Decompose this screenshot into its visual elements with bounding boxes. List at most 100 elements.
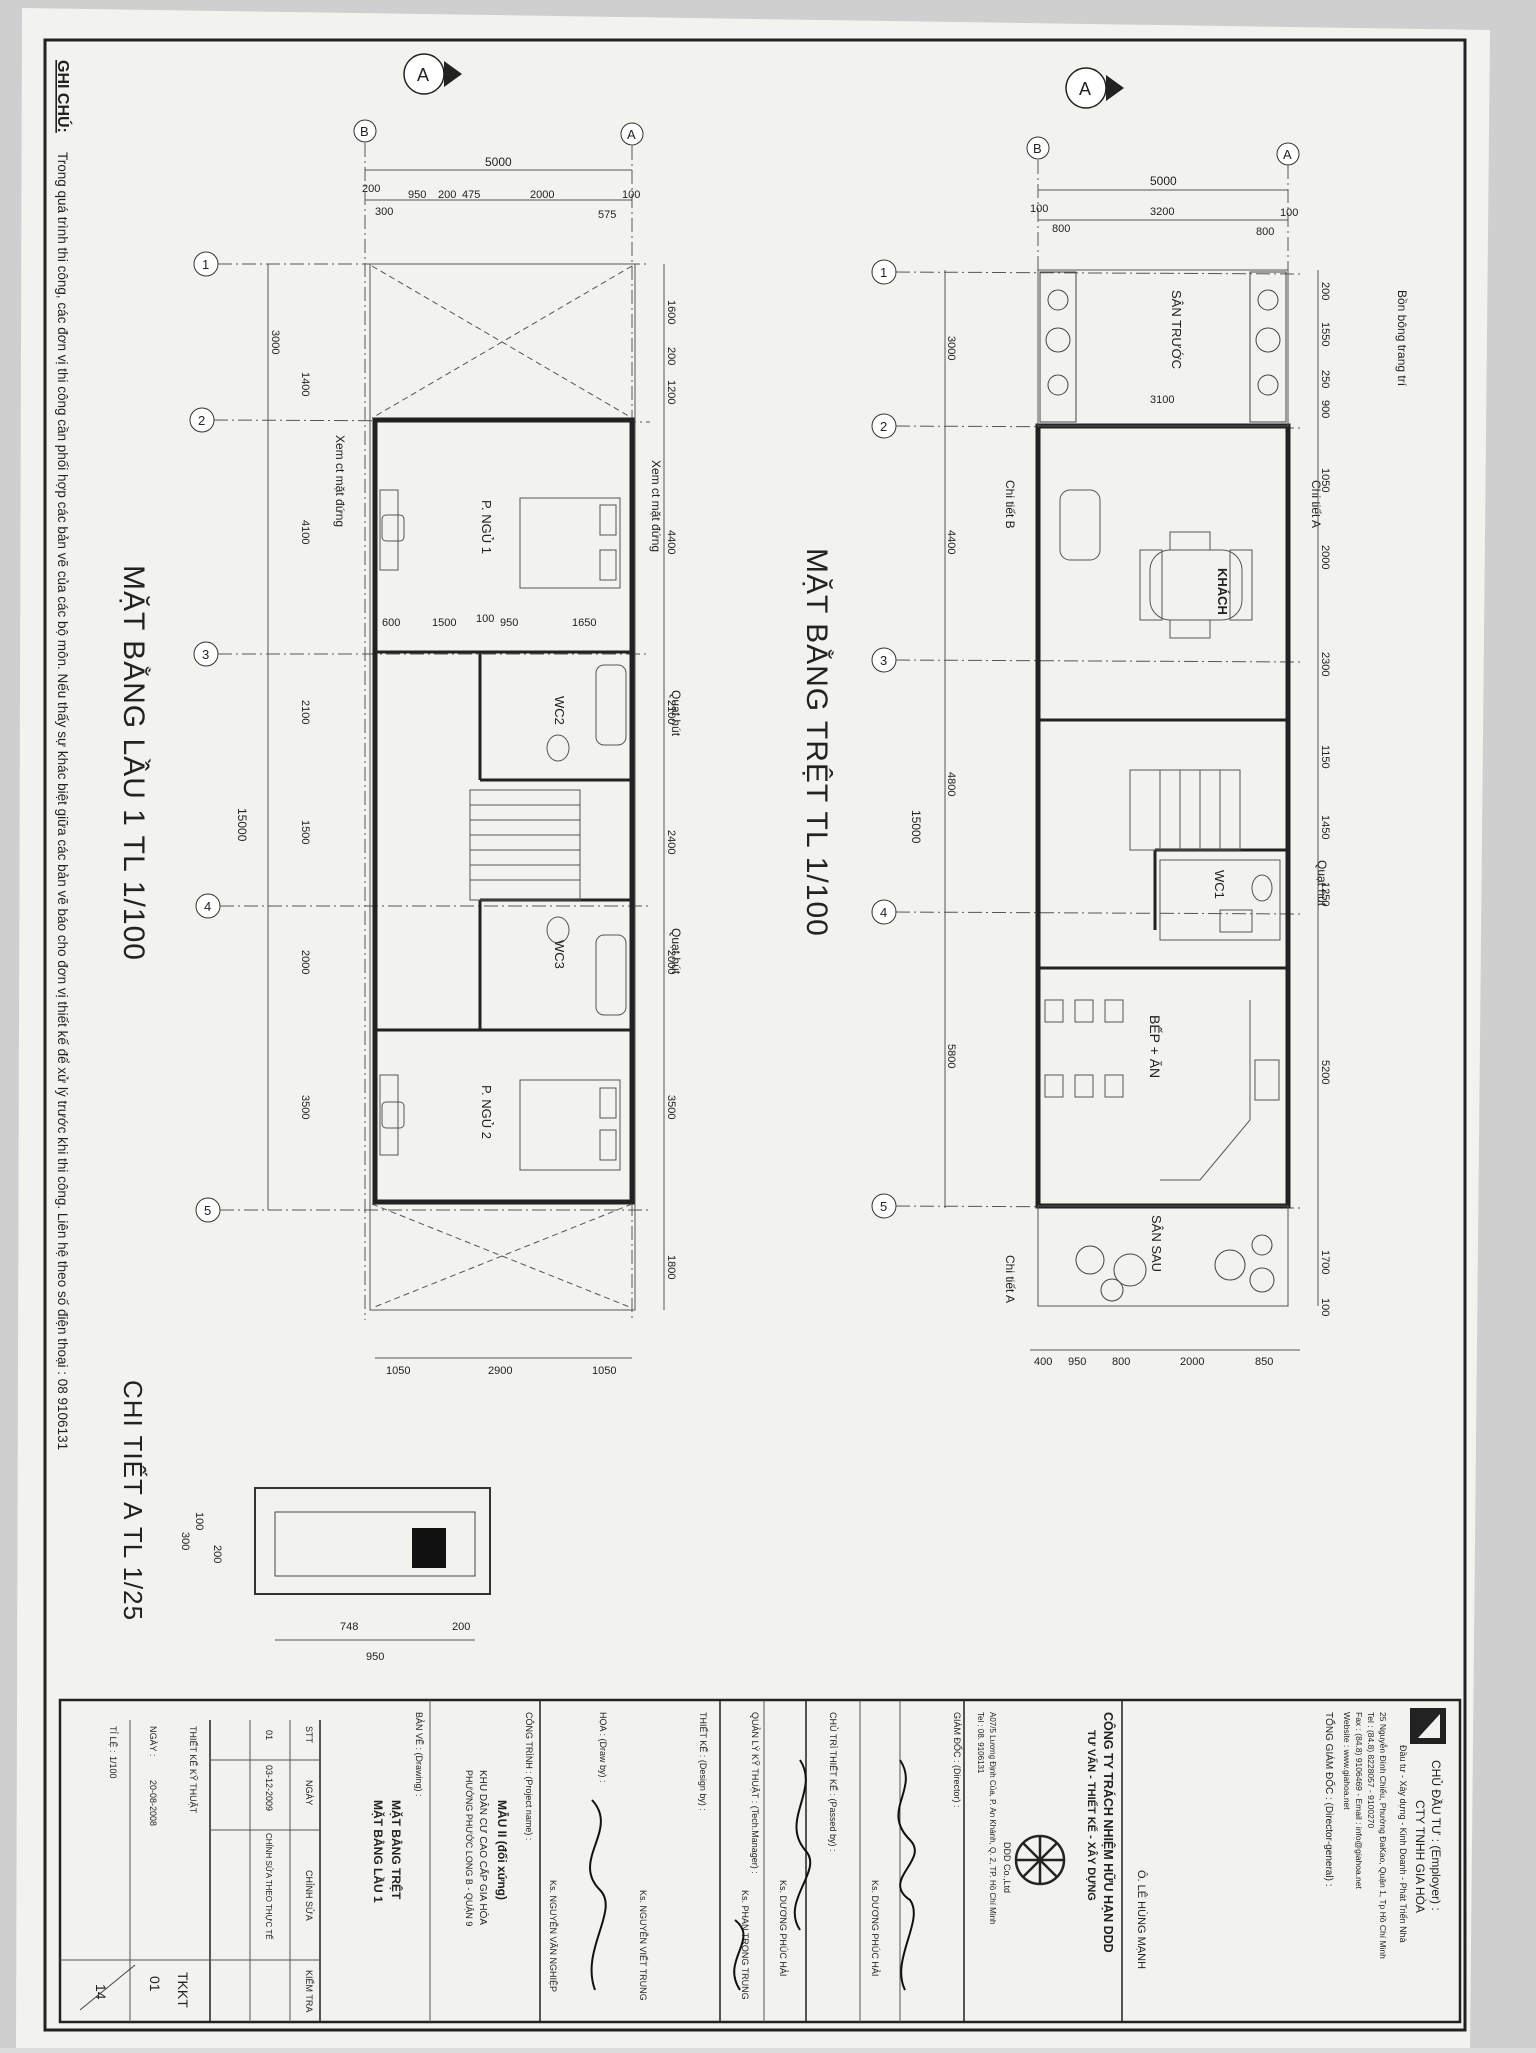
svg-text:STT: STT xyxy=(304,1726,314,1744)
svg-text:1: 1 xyxy=(202,257,209,272)
axis-bubble-col-B: B xyxy=(1026,136,1050,160)
upper-axis-row-1: 1 xyxy=(193,251,219,277)
svg-text:850: 850 xyxy=(1255,1356,1273,1368)
svg-text:15000: 15000 xyxy=(909,810,923,844)
svg-text:4800: 4800 xyxy=(945,772,957,796)
svg-text:200: 200 xyxy=(1319,282,1331,300)
svg-text:THIẾT KẾ KỸ THUẬT: THIẾT KẾ KỸ THUẬT xyxy=(188,1726,198,1814)
note-detail-a-top: Chi tiết A xyxy=(1309,480,1323,528)
svg-text:B: B xyxy=(360,124,369,139)
svg-text:3000: 3000 xyxy=(945,336,957,360)
svg-text:20-08-2008: 20-08-2008 xyxy=(148,1780,158,1826)
signature-manager xyxy=(733,1919,745,1991)
svg-text:2000: 2000 xyxy=(1180,1356,1204,1368)
wc1-fixtures xyxy=(1159,859,1281,941)
svg-text:1450: 1450 xyxy=(1319,815,1331,839)
svg-text:TƯ VẤN - THIẾT KẾ - XÂY DỰNG: TƯ VẤN - THIẾT KẾ - XÂY DỰNG xyxy=(1085,1730,1098,1901)
svg-text:01: 01 xyxy=(264,1730,274,1740)
svg-text:2000: 2000 xyxy=(1319,545,1331,569)
svg-text:Ks. NGUYỄN VĂN NGHIỆP: Ks. NGUYỄN VĂN NGHIỆP xyxy=(548,1880,559,1992)
axis-bubble-col-A: A xyxy=(1276,142,1300,166)
note-text: Trong quá trình thi công, các đơn vị thi… xyxy=(55,152,70,1450)
svg-text:A: A xyxy=(627,127,636,142)
svg-text:100: 100 xyxy=(476,613,494,625)
svg-text:1500: 1500 xyxy=(299,820,311,844)
section-marker-top-upper: A xyxy=(403,53,462,95)
svg-text:NGÀY :: NGÀY : xyxy=(148,1726,158,1756)
signature-designer xyxy=(793,1759,812,1931)
upper-axis-row-4: 4 xyxy=(195,893,221,919)
roles-block: GIÁM ĐỐC : (Director) : Ks. DƯƠNG PHÚC H… xyxy=(548,1700,963,2022)
svg-text:100: 100 xyxy=(622,189,640,201)
svg-text:5: 5 xyxy=(880,1199,887,1214)
svg-text:MẪU II (đối xứng): MẪU II (đối xứng) xyxy=(495,1800,510,1900)
svg-text:25 Nguyễn Đình Chiểu, Phường Đ: 25 Nguyễn Đình Chiểu, Phường ĐaKao, Quận… xyxy=(1378,1712,1388,1959)
svg-text:1650: 1650 xyxy=(572,617,596,629)
svg-text:1250: 1250 xyxy=(1319,882,1331,906)
svg-text:Ks. PHAN TRỌNG TRUNG: Ks. PHAN TRỌNG TRUNG xyxy=(740,1890,750,2000)
svg-text:A07/5 Lương Định Của, P. An Kh: A07/5 Lương Định Của, P. An Khánh, Q. 2,… xyxy=(988,1712,997,1925)
svg-text:100: 100 xyxy=(193,1512,205,1530)
svg-text:BẢN VẼ : (Drawing) :: BẢN VẼ : (Drawing) : xyxy=(414,1712,425,1797)
svg-text:800: 800 xyxy=(1256,226,1274,238)
note-exhaust-fan-1: Quạt hút xyxy=(669,690,683,737)
svg-text:200: 200 xyxy=(362,183,380,195)
upper-axis-col-A: A xyxy=(620,122,644,146)
svg-text:1800: 1800 xyxy=(665,1255,677,1279)
revision-table: STT NGÀY CHỈNH SỬA KIỂM TRA 01 03-12-200… xyxy=(210,1720,320,2022)
project-block: CÔNG TRÌNH : (Project name) : MẪU II (đố… xyxy=(464,1712,534,1926)
drawing-block: BẢN VẼ : (Drawing) : MẶT BẰNG TRỆT MẶT B… xyxy=(371,1700,431,2022)
svg-text:400: 400 xyxy=(1034,1356,1052,1368)
svg-text:300: 300 xyxy=(375,206,393,218)
svg-text:1/100: 1/100 xyxy=(108,1756,118,1779)
svg-text:1050: 1050 xyxy=(592,1365,616,1377)
upper-floor-plan: A B A 1 2 3 4 5 xyxy=(117,53,683,1377)
svg-text:A: A xyxy=(1283,147,1292,162)
room-wc2: WC2 xyxy=(552,696,567,725)
svg-text:TỈ LỆ :: TỈ LỆ : xyxy=(108,1726,119,1753)
svg-text:3100: 3100 xyxy=(1150,394,1174,406)
svg-text:3500: 3500 xyxy=(299,1095,311,1119)
ground-dimensions: 5000 100 3200 100 800 800 3100 15000 300… xyxy=(909,174,1331,1368)
room-front-yard: SÂN TRƯỚC xyxy=(1169,290,1184,369)
svg-text:2000: 2000 xyxy=(665,950,677,974)
axis-bubble-row-2: 2 xyxy=(871,413,897,439)
ground-stair xyxy=(1129,769,1241,851)
svg-text:3: 3 xyxy=(880,653,887,668)
svg-text:TỔNG GIÁM ĐỐC : (Director-gene: TỔNG GIÁM ĐỐC : (Director-general) : xyxy=(1323,1712,1337,1886)
svg-text:MẶT BẰNG TRỆT: MẶT BẰNG TRỆT xyxy=(389,1800,404,1900)
note-detail-b: Chi tiết B xyxy=(1003,480,1017,529)
ground-floor-plan: A B A 1 2 3 4 5 xyxy=(800,67,1409,1368)
svg-text:5200: 5200 xyxy=(1319,1060,1331,1084)
wc3-fixtures xyxy=(546,916,627,1016)
company-block: CÔNG TY TRÁCH NHIỆM HỮU HẠN DDD TƯ VẤN -… xyxy=(976,1712,1116,1953)
svg-text:575: 575 xyxy=(598,209,616,221)
svg-text:100: 100 xyxy=(1319,1298,1331,1316)
upper-plan-title: MẶT BẰNG LẦU 1 TL 1/100 xyxy=(117,565,151,961)
front-planters xyxy=(1039,271,1287,423)
svg-text:PHƯỜNG PHƯỚC LONG B - QUẬN 9: PHƯỜNG PHƯỚC LONG B - QUẬN 9 xyxy=(464,1770,474,1926)
upper-stair xyxy=(469,789,581,901)
section-marker-top-ground: A xyxy=(1065,67,1124,109)
bedroom2-furniture xyxy=(379,1074,621,1171)
owner-block: CHỦ ĐẦU TƯ : (Employer) : CTY TNHH GIA H… xyxy=(1135,1708,1446,1969)
svg-text:CHỦ ĐẦU TƯ : (Employer) :: CHỦ ĐẦU TƯ : (Employer) : xyxy=(1429,1760,1444,1911)
room-back-yard: SÂN SAU xyxy=(1149,1215,1164,1272)
svg-text:Tel : (84.8) 8228057 - 9100270: Tel : (84.8) 8228057 - 9100270 xyxy=(1366,1712,1376,1829)
svg-text:2100: 2100 xyxy=(299,700,311,724)
svg-text:Tel : 08. 9106131: Tel : 08. 9106131 xyxy=(976,1712,985,1774)
axis-bubble-row-5: 5 xyxy=(871,1193,897,1219)
svg-text:2400: 2400 xyxy=(665,830,677,854)
svg-text:CHỈNH SỬA THEO THỰC TẾ: CHỈNH SỬA THEO THỰC TẾ xyxy=(264,1833,274,1940)
svg-text:748: 748 xyxy=(340,1621,358,1633)
room-bedroom-2: P. NGỦ 2 xyxy=(479,1085,494,1139)
svg-text:CHỈNH SỬA: CHỈNH SỬA xyxy=(304,1870,315,1921)
svg-text:1150: 1150 xyxy=(1319,745,1331,769)
axis-bubble-row-4: 4 xyxy=(871,899,897,925)
upper-building-outline xyxy=(372,417,635,1205)
svg-text:200: 200 xyxy=(211,1545,223,1563)
svg-text:TKKT: TKKT xyxy=(175,1972,191,2008)
svg-text:A: A xyxy=(417,65,429,85)
svg-text:MẶT BẰNG LẦU 1: MẶT BẰNG LẦU 1 xyxy=(371,1800,386,1903)
